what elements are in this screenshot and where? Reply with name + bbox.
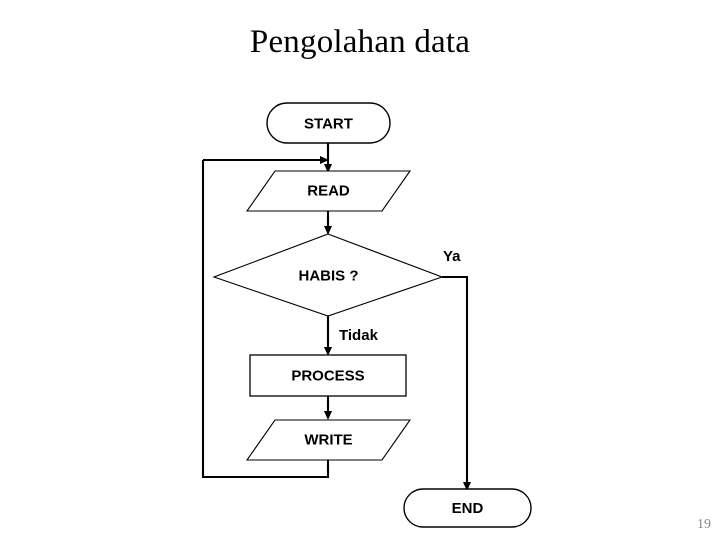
node-write-label: WRITE — [304, 431, 352, 448]
node-read[interactable]: READ — [245, 170, 412, 212]
node-habis-label: HABIS ? — [299, 267, 359, 284]
node-end[interactable]: END — [403, 488, 532, 528]
connector-start-to-read — [324, 143, 332, 173]
node-start[interactable]: START — [266, 102, 391, 144]
node-process[interactable]: PROCESS — [249, 354, 407, 397]
connector-loop-merge-arrow — [203, 156, 329, 164]
node-start-label: START — [304, 115, 353, 132]
node-read-label: READ — [307, 182, 350, 199]
branch-label-ya: Ya — [443, 248, 461, 265]
connector-read-to-habis — [324, 211, 332, 235]
connector-habis-tidak-to-process — [324, 316, 332, 356]
page-title: Pengolahan data — [249, 24, 471, 60]
connector-process-to-write — [324, 396, 332, 420]
connector-write-loop-to-read — [201, 160, 330, 479]
node-process-label: PROCESS — [291, 367, 364, 384]
connector-habis-ya-to-end — [442, 275, 471, 491]
page-number: 19 — [697, 517, 711, 532]
branch-label-tidak: Tidak — [339, 327, 379, 344]
node-end-label: END — [452, 500, 484, 517]
node-habis-decision[interactable]: HABIS ? — [212, 233, 444, 317]
node-write[interactable]: WRITE — [245, 419, 412, 461]
